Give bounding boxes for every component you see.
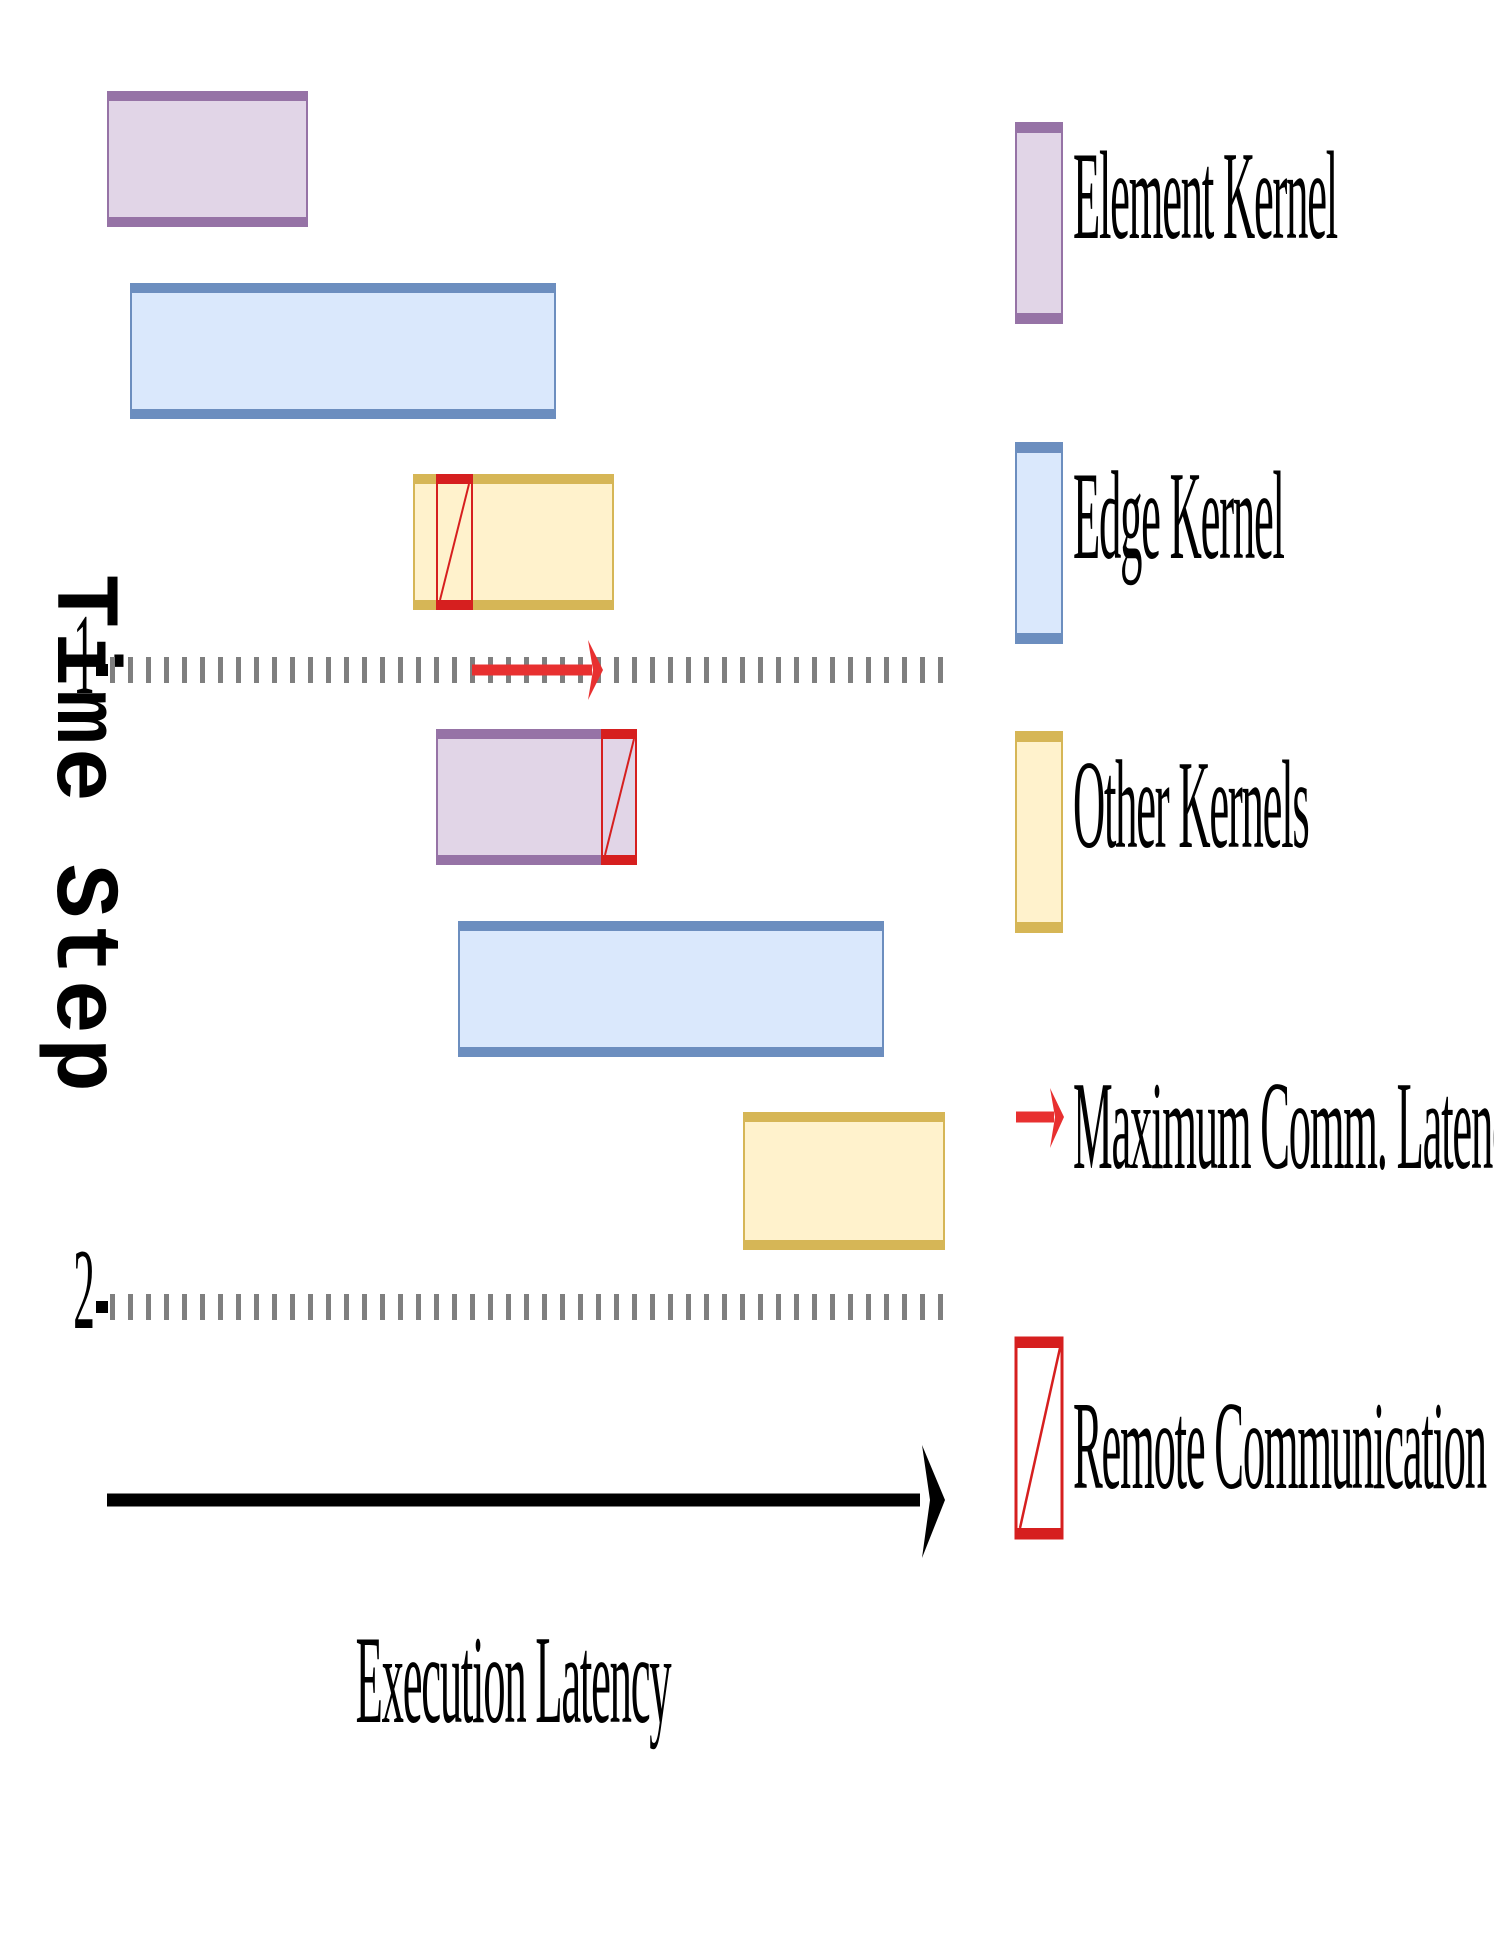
- x-axis-label: Execution Latency: [356, 1611, 672, 1750]
- time-step-2-tick: [96, 1301, 108, 1313]
- execution-latency-axis-arrow: [107, 1445, 945, 1558]
- time-step-1-tick: [96, 664, 108, 676]
- remote-comm-swatch: [1014, 1336, 1064, 1540]
- legend-label-latency: Maximum Comm. Latency: [1073, 1057, 1494, 1196]
- legend-label-element: Element Kernel: [1073, 127, 1338, 266]
- edge-kernel-step2: [458, 921, 884, 1057]
- time-step-2-label: 2: [73, 1225, 95, 1353]
- legend-label-other: Other Kernels: [1073, 736, 1308, 875]
- max-comm-latency-arrow: [472, 640, 603, 700]
- other-kernels-step1: [413, 474, 614, 610]
- red-arrow-icon: [1016, 1088, 1064, 1148]
- edge-kernel-swatch: [1015, 442, 1063, 644]
- legend-label-edge: Edge Kernel: [1073, 447, 1284, 586]
- element-kernel-step1: [107, 91, 308, 227]
- legend-label-comm: Remote Communication: [1073, 1377, 1486, 1516]
- remote-comm-step2: [601, 729, 637, 865]
- time-step-1-label: 1: [73, 590, 95, 718]
- element-kernel-step2: [436, 729, 637, 865]
- legend: Element Kernel Edge Kernel Other Kernels…: [1014, 122, 1494, 1540]
- other-kernels-swatch: [1015, 731, 1063, 933]
- remote-comm-step1: [436, 474, 473, 610]
- element-kernel-swatch: [1015, 122, 1063, 324]
- edge-kernel-step1: [130, 283, 556, 419]
- other-kernels-step2: [743, 1112, 945, 1250]
